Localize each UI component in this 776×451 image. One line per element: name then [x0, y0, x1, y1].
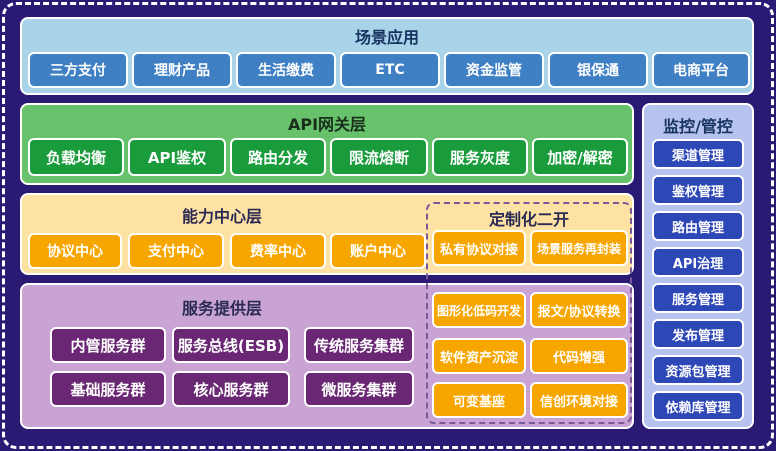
- service-item-core-group: 核心服务群: [172, 371, 290, 407]
- monitor-item-route-mgmt: 路由管理: [652, 211, 744, 241]
- custom-item-low-code: 图形化低码开发: [432, 292, 526, 328]
- scene-item-etc: ETC: [340, 52, 440, 88]
- custom-item-software-assets: 软件资产沉淀: [432, 338, 526, 374]
- scene-item-wealth-products: 理财产品: [132, 52, 232, 88]
- scene-layer-title: 场景应用: [354, 28, 419, 47]
- monitor-item-release-mgmt: 发布管理: [652, 319, 744, 349]
- custom-item-scene-repackage: 场景服务再封装: [530, 230, 628, 266]
- api-layer-title: API网关层: [287, 115, 367, 134]
- api-item-encrypt-decrypt: 加密/解密: [532, 138, 628, 176]
- service-item-traditional-cluster: 传统服务集群: [304, 327, 414, 363]
- scene-item-utility-payment: 生活缴费: [236, 52, 336, 88]
- custom-item-xinchuang-env: 信创环境对接: [530, 382, 628, 418]
- customization-title: 定制化二开: [488, 210, 569, 229]
- service-item-esb: 服务总线(ESB): [172, 327, 290, 363]
- capability-layer-title: 能力中心层: [181, 207, 262, 226]
- scene-item-fund-supervision: 资金监管: [444, 52, 544, 88]
- monitor-item-service-mgmt: 服务管理: [652, 283, 744, 313]
- capability-item-rate-center: 费率中心: [230, 233, 326, 269]
- monitor-item-resource-pkg-mgmt: 资源包管理: [652, 355, 744, 385]
- api-gateway-layer: API网关层 负载均衡 API鉴权 路由分发 限流熔断 服务灰度 加密/解密: [20, 103, 634, 185]
- service-layer-title: 服务提供层: [181, 299, 262, 318]
- api-item-routing: 路由分发: [230, 138, 326, 176]
- service-item-internal-mgmt-group: 内管服务群: [50, 327, 166, 363]
- api-item-load-balancing: 负载均衡: [28, 138, 124, 176]
- api-item-api-auth: API鉴权: [128, 138, 226, 176]
- scene-item-third-party-payment: 三方支付: [28, 52, 128, 88]
- capability-item-payment-center: 支付中心: [128, 233, 224, 269]
- api-item-rate-limit-circuit-break: 限流熔断: [330, 138, 428, 176]
- customization-area: 定制化二开 私有协议对接 场景服务再封装 图形化低码开发 报文/协议转换 软件资…: [426, 202, 632, 424]
- monitor-item-channel-mgmt: 渠道管理: [652, 139, 744, 169]
- monitor-item-auth-mgmt: 鉴权管理: [652, 175, 744, 205]
- custom-item-private-protocol: 私有协议对接: [432, 230, 526, 266]
- custom-item-code-enhance: 代码增强: [530, 338, 628, 374]
- scene-item-bancassurance: 银保通: [548, 52, 648, 88]
- api-item-gray-release: 服务灰度: [432, 138, 528, 176]
- service-item-microservice-cluster: 微服务集群: [304, 371, 414, 407]
- capability-item-account-center: 账户中心: [330, 233, 426, 269]
- monitor-item-dependency-mgmt: 依赖库管理: [652, 391, 744, 421]
- scene-item-ecommerce-platform: 电商平台: [652, 52, 750, 88]
- monitor-panel-title: 监控/管控: [663, 117, 733, 136]
- custom-item-message-conversion: 报文/协议转换: [530, 292, 628, 328]
- scene-application-layer: 场景应用 三方支付 理财产品 生活缴费 ETC 资金监管 银保通 电商平台: [20, 17, 754, 95]
- monitor-control-panel: 监控/管控 渠道管理 鉴权管理 路由管理 API治理 服务管理 发布管理 资源包…: [642, 103, 754, 429]
- monitor-item-api-governance: API治理: [652, 247, 744, 277]
- service-item-basic-group: 基础服务群: [50, 371, 166, 407]
- custom-item-variable-base: 可变基座: [432, 382, 526, 418]
- capability-item-protocol-center: 协议中心: [28, 233, 122, 269]
